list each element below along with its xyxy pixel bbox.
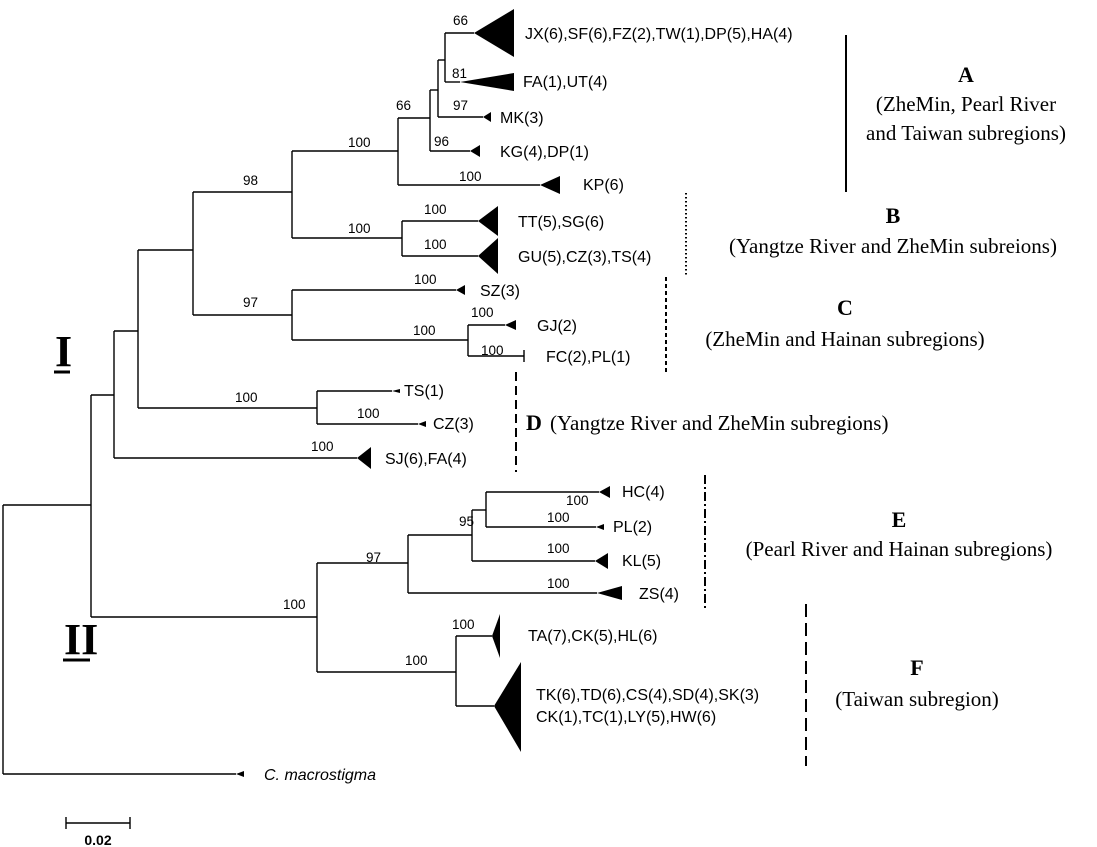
bootstrap-value: 95	[459, 514, 474, 529]
triangle-gj	[505, 320, 516, 330]
bootstrap-value: 98	[243, 173, 258, 188]
tree-branches	[2, 32, 599, 775]
group-c-desc: (ZheMin and Hainan subregions)	[705, 327, 984, 351]
bootstrap-values: 66 81 97 66 96 100 100 98 100 100 100 10…	[235, 13, 589, 668]
scale-bar-label: 0.02	[84, 832, 111, 847]
leaf-label-fa: FA(1),UT(4)	[523, 74, 607, 91]
leaf-label-kp: KP(6)	[583, 177, 624, 194]
triangle-pl	[596, 524, 604, 530]
triangle-sz	[456, 285, 465, 295]
bootstrap-value: 100	[547, 541, 570, 556]
triangle-outgroup	[236, 771, 244, 777]
triangle-tt	[478, 206, 498, 236]
bootstrap-value: 100	[547, 576, 570, 591]
bootstrap-value: 100	[452, 617, 475, 632]
group-f-desc: (Taiwan subregion)	[835, 687, 999, 711]
leaf-label-gj: GJ(2)	[537, 318, 577, 335]
bootstrap-value: 97	[366, 550, 381, 565]
bootstrap-value: 66	[453, 13, 468, 28]
clade-label-ii: II	[64, 615, 98, 664]
leaf-label-kl: KL(5)	[622, 553, 661, 570]
triangle-tk	[494, 662, 521, 752]
clade-label-i: I	[55, 327, 72, 376]
scale-bar: 0.02	[65, 817, 131, 847]
group-f-letter: F	[910, 655, 923, 680]
group-c-letter: C	[837, 295, 853, 320]
group-d-letter: D	[526, 410, 542, 435]
bootstrap-value: 100	[547, 510, 570, 525]
bootstrap-value: 96	[434, 134, 449, 149]
triangle-ts	[392, 389, 400, 393]
bootstrap-value: 100	[481, 343, 504, 358]
bootstrap-value: 100	[311, 439, 334, 454]
leaf-label-sz: SZ(3)	[480, 283, 520, 300]
leaf-label-cz: CZ(3)	[433, 416, 474, 433]
bootstrap-value: 100	[424, 237, 447, 252]
triangle-gu	[478, 238, 498, 274]
group-d-desc: (Yangtze River and ZheMin subregions)	[550, 411, 888, 435]
triangle-fa	[460, 73, 514, 91]
bootstrap-value: 100	[357, 406, 380, 421]
collapsed-clade-triangles	[236, 9, 622, 777]
leaf-label-gu: GU(5),CZ(3),TS(4)	[518, 249, 651, 266]
leaf-label-sj: SJ(6),FA(4)	[385, 451, 467, 468]
leaf-label-hc: HC(4)	[622, 484, 665, 501]
bootstrap-value: 100	[348, 221, 371, 236]
major-clade-labels: I II	[54, 327, 98, 664]
group-e-desc: (Pearl River and Hainan subregions)	[746, 537, 1053, 561]
triangle-cz	[418, 421, 426, 427]
bootstrap-value: 81	[452, 66, 467, 81]
bootstrap-value: 97	[243, 295, 258, 310]
triangle-mk	[483, 112, 491, 122]
leaf-label-fc: FC(2),PL(1)	[546, 349, 630, 366]
triangle-kg	[470, 145, 480, 157]
leaf-label-tt: TT(5),SG(6)	[518, 214, 604, 231]
group-a-desc-line1: (ZheMin, Pearl River	[876, 92, 1056, 116]
bootstrap-value: 100	[235, 390, 258, 405]
bootstrap-value: 100	[405, 653, 428, 668]
bootstrap-value: 100	[348, 135, 371, 150]
leaf-labels: JX(6),SF(6),FZ(2),TW(1),DP(5),HA(4) FA(1…	[264, 26, 793, 784]
triangle-ta	[492, 614, 500, 658]
bootstrap-value: 100	[566, 493, 589, 508]
group-a-desc-line2: and Taiwan subregions)	[866, 121, 1066, 145]
group-b-letter: B	[886, 203, 901, 228]
leaf-label-pl: PL(2)	[613, 519, 652, 536]
leaf-label-ta: TA(7),CK(5),HL(6)	[528, 628, 658, 645]
triangle-sj	[357, 447, 371, 469]
bootstrap-value: 100	[283, 597, 306, 612]
leaf-label-jx: JX(6),SF(6),FZ(2),TW(1),DP(5),HA(4)	[525, 26, 793, 43]
bootstrap-value: 66	[396, 98, 411, 113]
leaf-label-outgroup: C. macrostigma	[264, 767, 376, 784]
leaf-label-zs: ZS(4)	[639, 586, 679, 603]
group-brackets	[515, 35, 847, 766]
group-b-desc: (Yangtze River and ZheMin subreions)	[729, 234, 1057, 258]
group-a-letter: A	[958, 62, 974, 87]
leaf-label-tk-line2: CK(1),TC(1),LY(5),HW(6)	[536, 709, 716, 726]
triangle-zs	[597, 586, 622, 600]
bootstrap-value: 100	[459, 169, 482, 184]
group-labels: A (ZheMin, Pearl River and Taiwan subreg…	[526, 62, 1066, 711]
leaf-label-mk: MK(3)	[500, 110, 544, 127]
leaf-label-tk-line1: TK(6),TD(6),CS(4),SD(4),SK(3)	[536, 687, 759, 704]
group-e-letter: E	[892, 507, 907, 532]
triangle-hc	[599, 486, 610, 498]
bootstrap-value: 97	[453, 98, 468, 113]
leaf-label-ts: TS(1)	[404, 383, 444, 400]
triangle-jx	[474, 9, 514, 57]
leaf-label-kg: KG(4),DP(1)	[500, 144, 589, 161]
triangle-kl	[595, 553, 608, 569]
bootstrap-value: 100	[471, 305, 494, 320]
triangle-kp	[540, 176, 560, 194]
bootstrap-value: 100	[424, 202, 447, 217]
bootstrap-value: 100	[413, 323, 436, 338]
bootstrap-value: 100	[414, 272, 437, 287]
